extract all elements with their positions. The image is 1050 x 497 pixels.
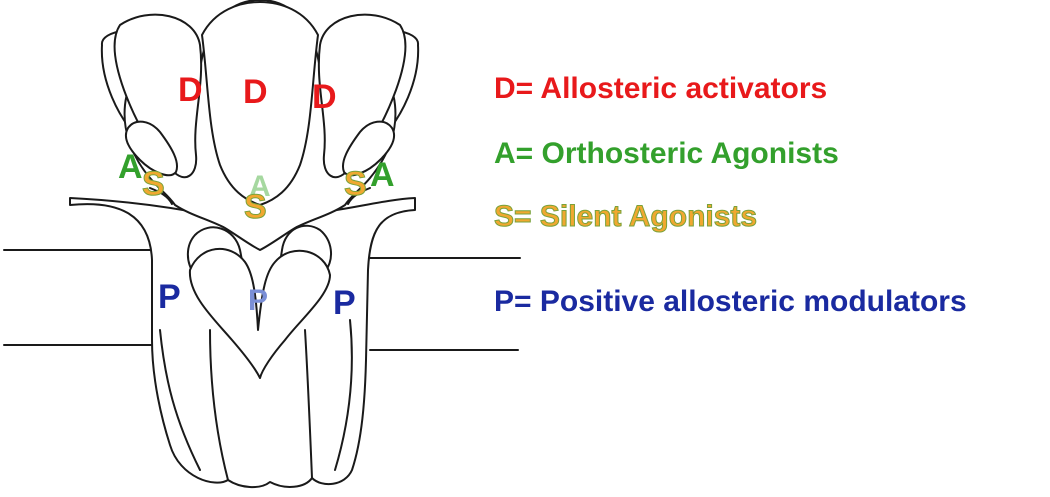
site-a-left: A (118, 148, 143, 186)
ecd-right-lower-finger (342, 120, 396, 177)
ecd-center-subunit (201, 1, 319, 206)
site-d-center: D (243, 73, 268, 111)
legend-pams: P= Positive allosteric modulators (494, 285, 967, 318)
site-s-right: S (344, 165, 367, 203)
ecd-right-subunit (317, 13, 407, 179)
site-p-center: P (248, 284, 268, 317)
ecd-base-left-notch (149, 187, 173, 205)
legend-activators: D= Allosteric activators (494, 72, 827, 105)
stem-center-right-line (304, 329, 313, 479)
site-d-left: D (178, 71, 203, 109)
site-a-right: A (370, 156, 395, 194)
ecd-base-right-notch (347, 187, 371, 205)
tm-lobe-center (188, 247, 331, 379)
stem-center-left-line (209, 329, 229, 481)
stem-right-inner-line (334, 319, 353, 471)
legend-silent: S= Silent Agonists (494, 200, 757, 233)
transmembrane-lobes (186, 224, 332, 379)
site-a-center: A (249, 170, 271, 203)
legend-agonists: A= Orthosteric Agonists (494, 137, 839, 170)
stem-left-inner-line (159, 329, 201, 471)
site-d-right: D (312, 78, 337, 116)
ecd-left-subunit (113, 13, 203, 179)
site-p-right: P (333, 284, 356, 322)
site-s-center: S (244, 188, 267, 226)
site-s-left: S (142, 165, 165, 203)
membrane (3, 249, 521, 351)
extracellular-domain (100, 0, 420, 251)
site-p-left: P (158, 278, 181, 316)
binding-site-labels: D D D A S A S S A P P P (118, 71, 395, 322)
ecd-left-lower-finger (124, 120, 178, 177)
legend: D= Allosteric activators A= Orthosteric … (494, 72, 967, 318)
